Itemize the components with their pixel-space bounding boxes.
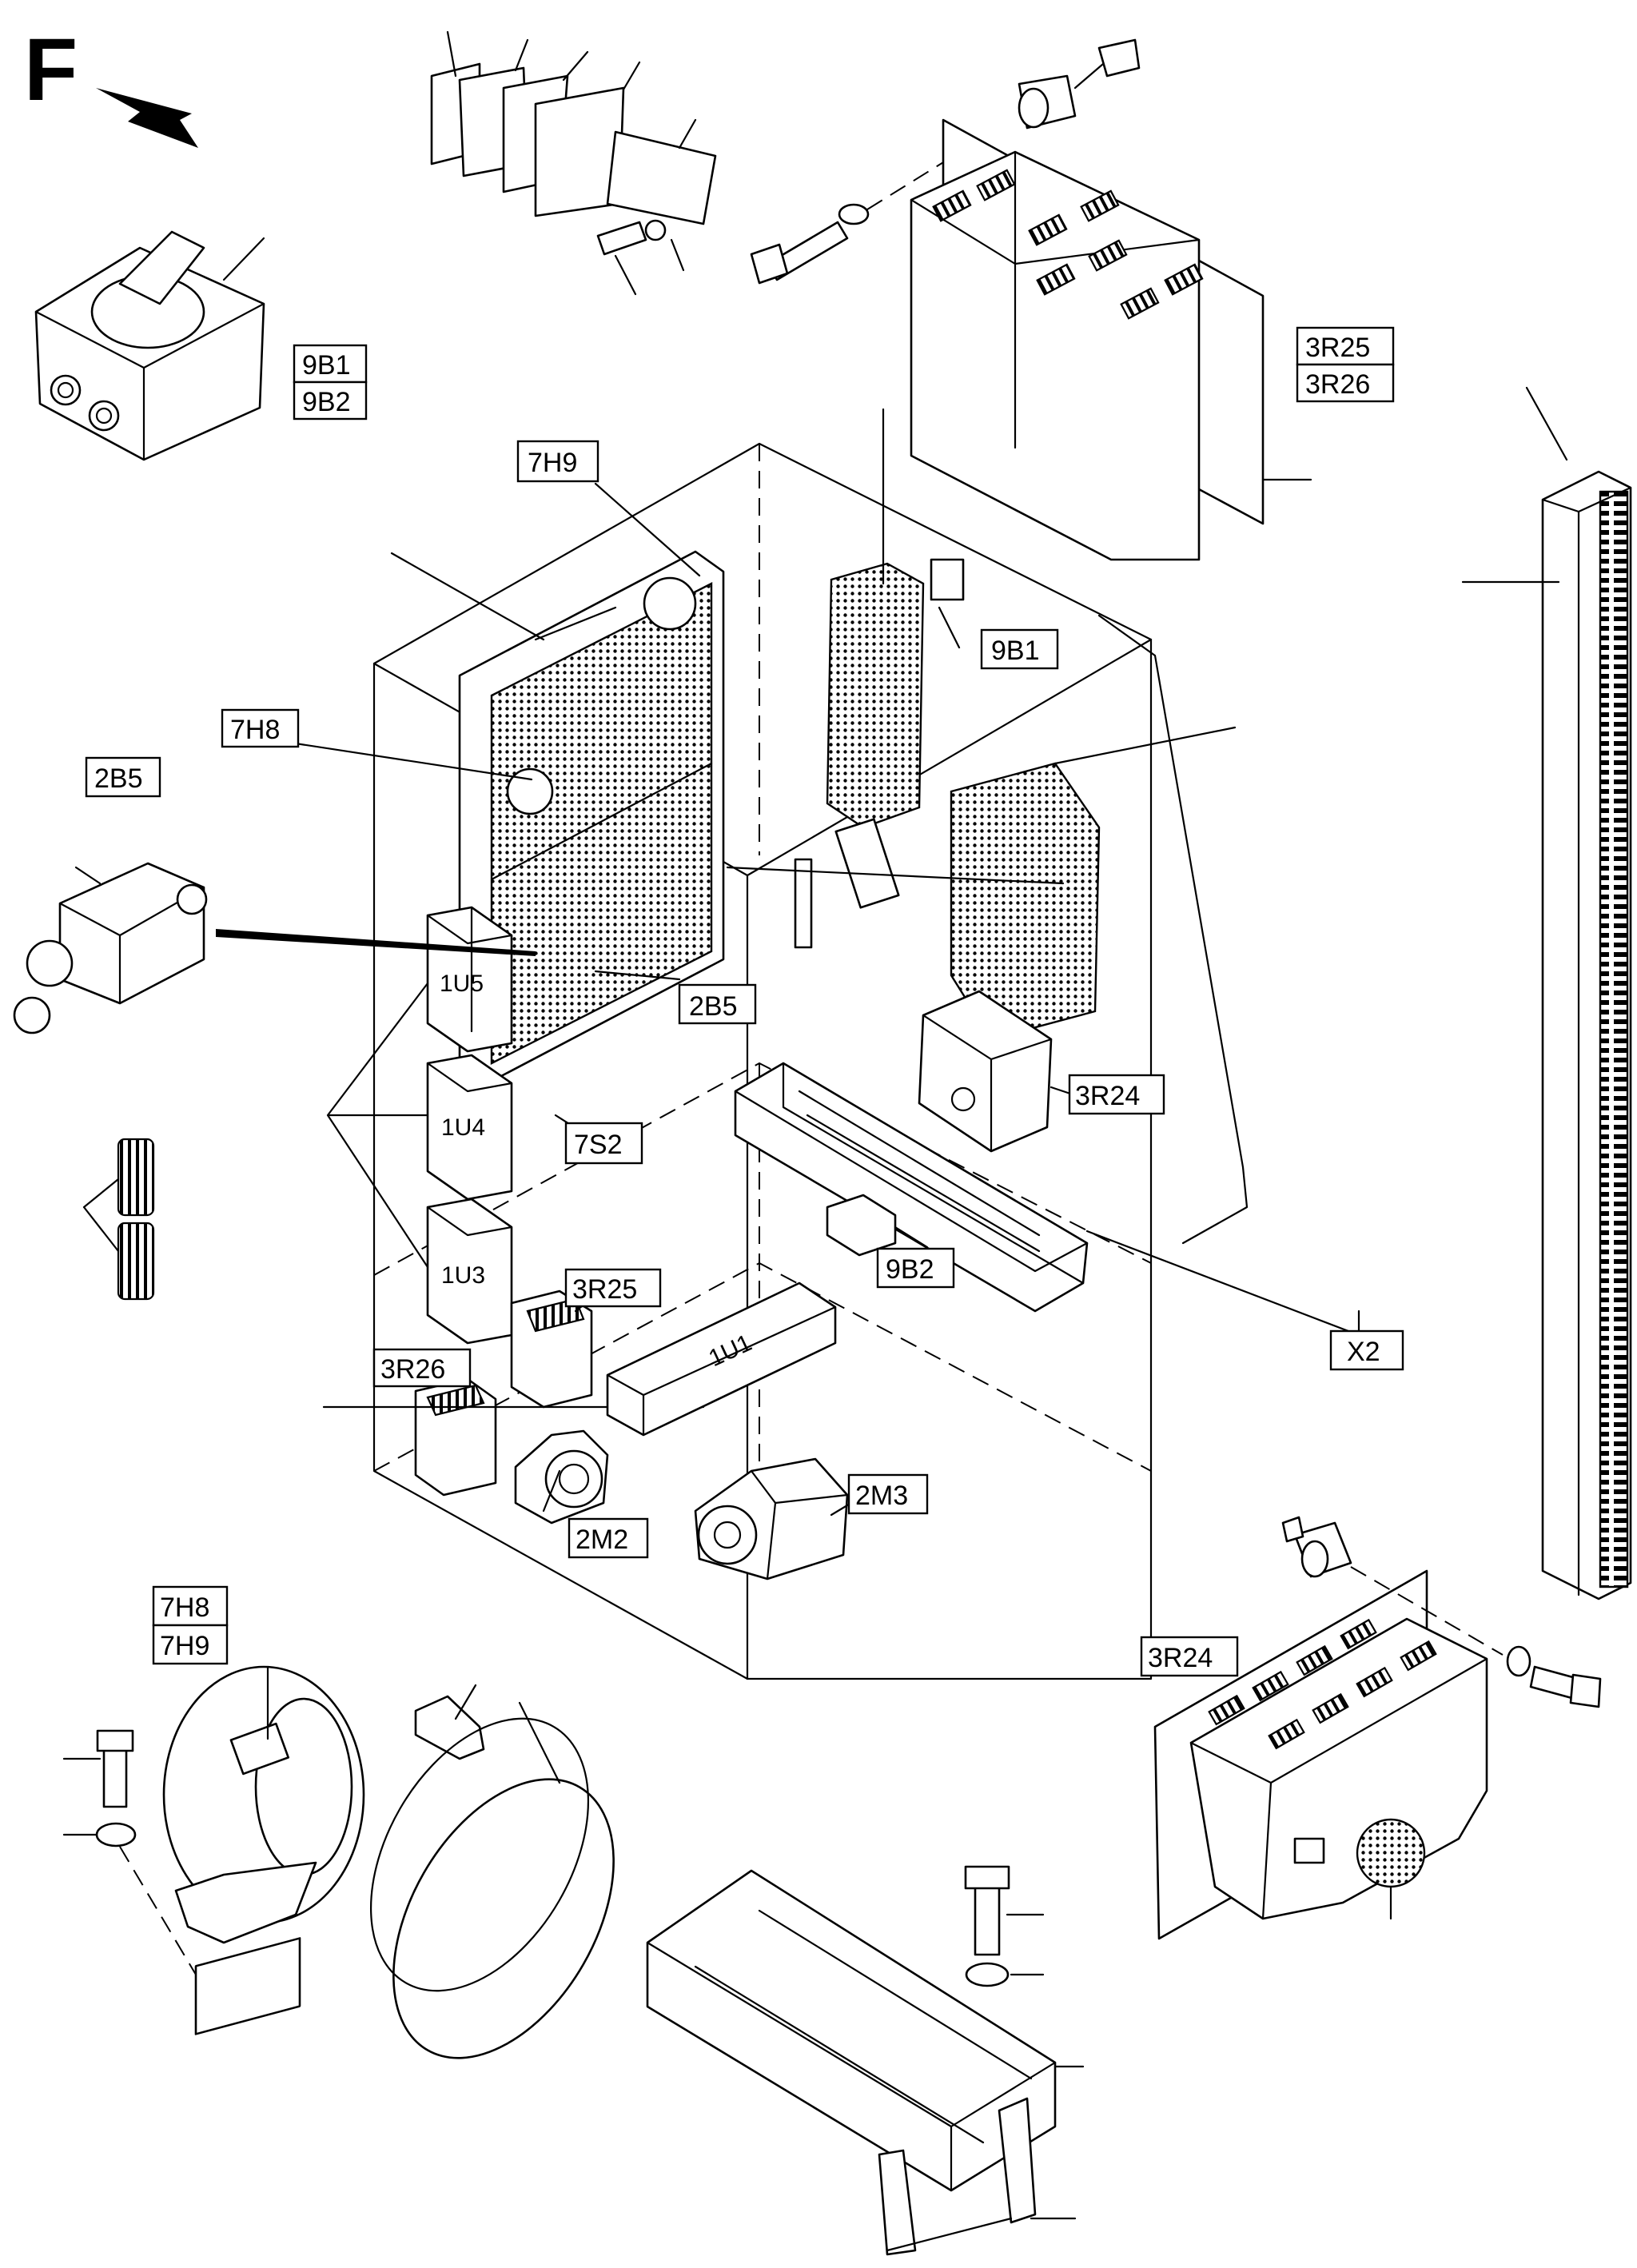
module-1U4-label: 1U4	[441, 1114, 485, 1141]
label-X2: X2	[1329, 1329, 1404, 1371]
svg-text:9B2: 9B2	[302, 387, 351, 417]
svg-text:7H9: 7H9	[528, 448, 577, 478]
motor-2M3	[694, 1457, 849, 1580]
top-rubber-mount	[1018, 38, 1141, 130]
svg-text:3R25: 3R25	[1305, 333, 1370, 363]
svg-text:2B5: 2B5	[689, 991, 738, 1022]
label-9B1-cabinet: 9B1	[980, 628, 1059, 670]
label-7H8-bottom: 7H8	[152, 1585, 229, 1627]
label-7H9-cabinet: 7H9	[516, 440, 599, 483]
svg-text:2B5: 2B5	[94, 763, 143, 794]
svg-text:3R26: 3R26	[380, 1354, 445, 1385]
resistor-3R24-inner	[918, 990, 1053, 1153]
svg-text:3R26: 3R26	[1305, 369, 1370, 400]
orientation-marker: F	[24, 21, 198, 148]
orientation-arrow-icon	[96, 88, 198, 148]
svg-text:2M2: 2M2	[576, 1525, 628, 1555]
resistor-3R24	[1153, 1569, 1488, 1940]
label-3R26-cabinet: 3R26	[372, 1348, 472, 1388]
beacon-lamp	[414, 1684, 485, 1760]
springs	[82, 1138, 155, 1301]
module-1U5: 1U5	[426, 906, 513, 1053]
module-1U1: 1U1	[606, 1281, 837, 1437]
svg-text:7S2: 7S2	[574, 1130, 623, 1160]
label-9B2-cabinet: 9B2	[876, 1247, 955, 1289]
3R24-rubber-mount	[1281, 1516, 1504, 1656]
3R24-bolt-washer	[1506, 1645, 1602, 1708]
right-mesh-panels	[726, 408, 1237, 1041]
label-9B1-top: 9B1	[293, 344, 368, 384]
top-bolt-washer	[750, 159, 948, 285]
label-9B2-top: 9B2	[293, 381, 368, 421]
svg-text:3R24: 3R24	[1075, 1081, 1140, 1111]
svg-text:3R24: 3R24	[1148, 1643, 1213, 1673]
label-2M2: 2M2	[568, 1517, 649, 1559]
left-mesh-panel	[390, 550, 725, 1085]
label-7H8-cabinet: 7H8	[221, 708, 300, 748]
svg-text:3R25: 3R25	[572, 1274, 637, 1305]
bottom-mounting-rail	[646, 1869, 1085, 2256]
cable-duct	[1461, 386, 1632, 1600]
module-1U3-label: 1U3	[441, 1262, 485, 1289]
beacon-dome	[369, 1701, 615, 2059]
module-1U5-label: 1U5	[440, 971, 484, 997]
resistor-pack-3R25-3R26	[910, 118, 1312, 561]
beacon-7H8-7H9	[119, 1665, 365, 2035]
limit-switch-2B5	[13, 862, 536, 1034]
svg-text:7H8: 7H8	[160, 1592, 209, 1623]
svg-text:9B2: 9B2	[886, 1254, 934, 1285]
svg-text:2M3: 2M3	[855, 1481, 908, 1511]
svg-text:7H8: 7H8	[230, 715, 280, 745]
inner-mounting-rail	[734, 1062, 1089, 1313]
svg-text:7H9: 7H9	[160, 1631, 209, 1661]
svg-text:X2: X2	[1347, 1337, 1380, 1367]
inner-relays	[322, 1289, 705, 1497]
svg-text:9B1: 9B1	[302, 350, 351, 381]
label-7S2: 7S2	[564, 1122, 643, 1165]
label-3R24-cabinet: 3R24	[1068, 1074, 1165, 1115]
label-3R25-cabinet: 3R25	[564, 1268, 662, 1308]
beacon-bolt-washer	[62, 1729, 137, 1847]
label-2B5-left: 2B5	[85, 756, 161, 798]
label-2M3: 2M3	[847, 1473, 929, 1515]
terminal-block-assembly	[430, 30, 717, 296]
orientation-letter: F	[24, 21, 78, 119]
label-7H9-bottom: 7H9	[152, 1624, 229, 1665]
svg-text:9B1: 9B1	[991, 636, 1040, 666]
label-3R26-top: 3R26	[1296, 363, 1395, 403]
rail-bolt-washer	[964, 1865, 1045, 1987]
switch-9B2-inner	[826, 1194, 897, 1257]
module-1U3: 1U3	[426, 1198, 513, 1345]
label-3R25-top: 3R25	[1296, 326, 1395, 366]
label-3R24-bottom: 3R24	[1140, 1636, 1239, 1677]
switch-box-9B1-9B2	[34, 230, 265, 461]
module-1U4: 1U4	[426, 1054, 513, 1201]
label-2B5-cabinet: 2B5	[678, 983, 757, 1025]
motor-2M2	[514, 1429, 609, 1525]
